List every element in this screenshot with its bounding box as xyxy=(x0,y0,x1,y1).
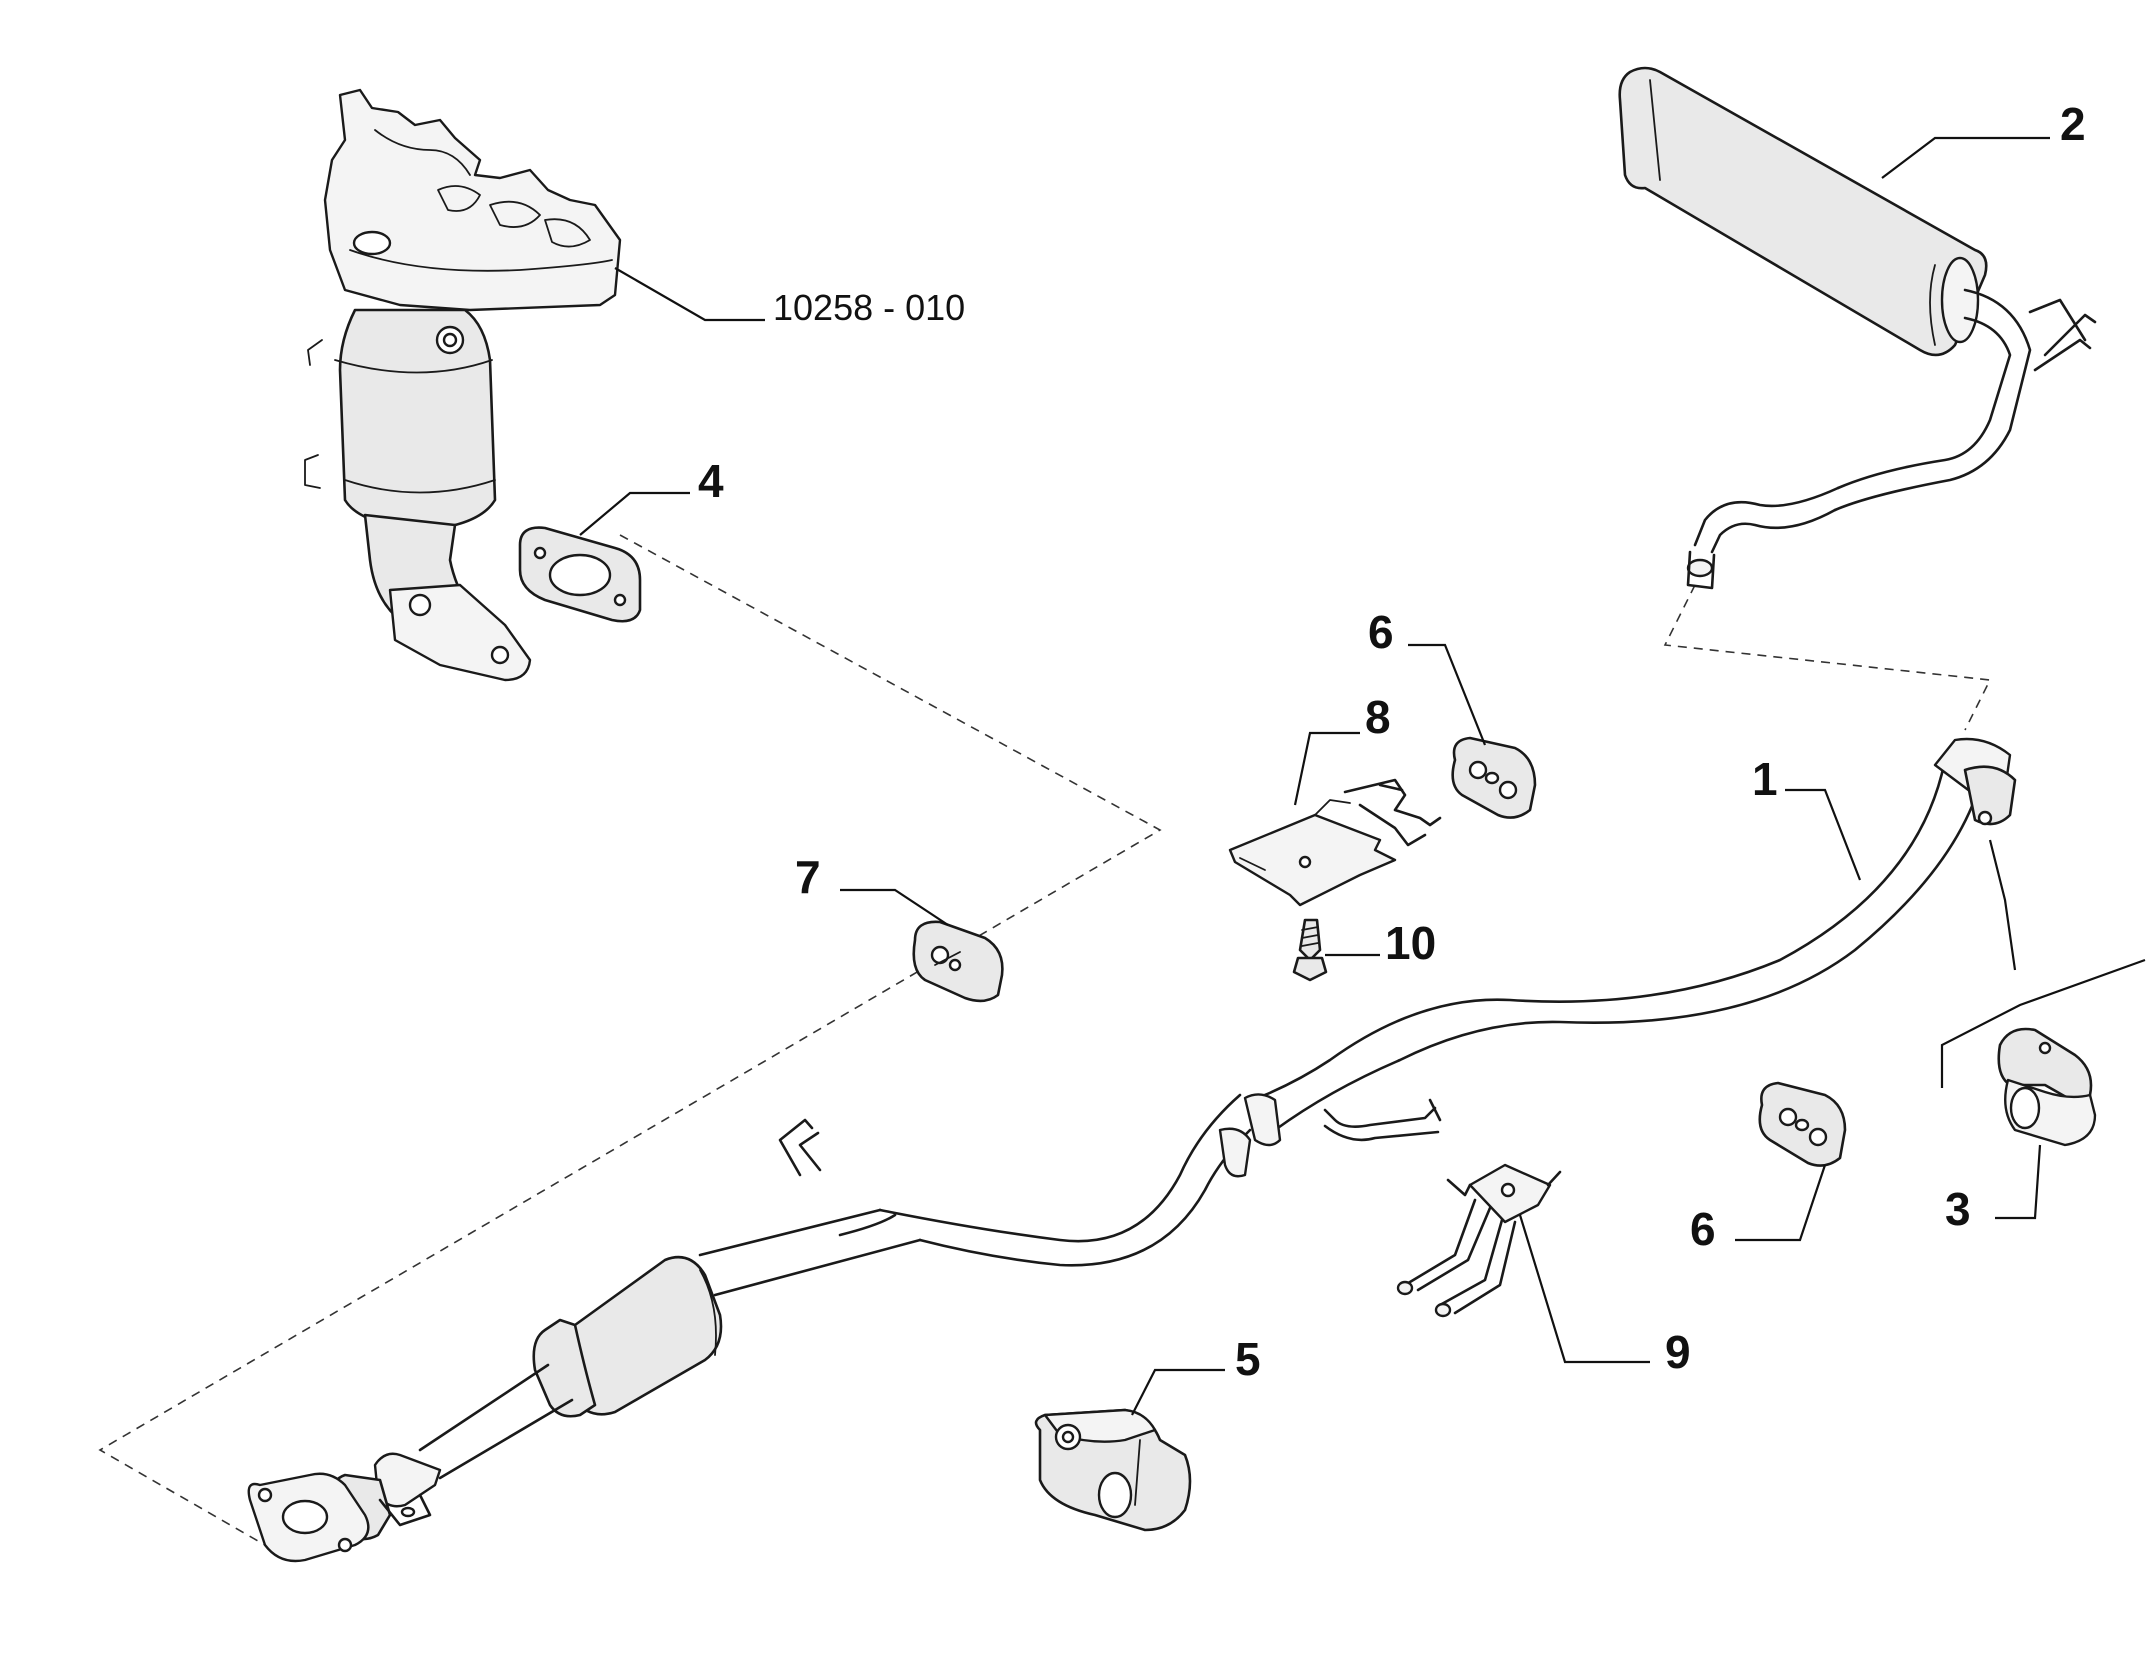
part-6b-leader xyxy=(1735,1164,1827,1242)
part-5-leader xyxy=(1131,1368,1225,1416)
part-10-screw xyxy=(1292,918,1328,982)
part-8-leader xyxy=(1293,731,1360,806)
callout-6b: 6 xyxy=(1690,1203,1716,1255)
callout-6a: 6 xyxy=(1368,606,1394,658)
exhaust-manifold-catalytic-converter xyxy=(304,88,622,682)
part-8-bracket xyxy=(1228,778,1442,907)
callout-3: 3 xyxy=(1945,1183,1971,1235)
part-7-rubber-ring xyxy=(912,920,1004,1003)
part-9-leader xyxy=(1518,1214,1650,1364)
part-6a-leader xyxy=(1408,643,1487,746)
callout-2: 2 xyxy=(2060,98,2086,150)
part-3-clamp xyxy=(1997,1027,2097,1147)
part-6-rubber-mount-lower xyxy=(1758,1081,1847,1167)
callout-9: 9 xyxy=(1665,1326,1691,1378)
part-1-leader xyxy=(1785,788,1862,881)
part-3-leader-pipe xyxy=(1988,839,2017,971)
part-5-support-block xyxy=(1034,1408,1192,1532)
part-7-leader xyxy=(840,888,949,926)
ref-leader xyxy=(614,267,765,322)
callout-8: 8 xyxy=(1365,691,1391,743)
ref-label-10258-010: 10258 - 010 xyxy=(773,287,965,328)
part-2-leader xyxy=(1881,136,2050,179)
callout-1: 1 xyxy=(1752,753,1778,805)
callout-4: 4 xyxy=(698,455,724,507)
part-3-leader-bracket xyxy=(1940,958,2146,1088)
part-1-exhaust-pipe xyxy=(247,737,2017,1563)
part-4-gasket xyxy=(518,526,642,623)
part-6-rubber-mount-upper xyxy=(1451,736,1537,819)
callout-7: 7 xyxy=(795,851,821,903)
callout-10: 10 xyxy=(1385,917,1436,969)
callout-5: 5 xyxy=(1235,1333,1261,1385)
part-2-rear-silencer xyxy=(1618,66,2097,590)
part-3-leader xyxy=(1995,1144,2042,1220)
assembly-dashed-lines xyxy=(98,534,1992,1546)
part-4-leader xyxy=(579,491,690,536)
part-9-hanger xyxy=(1396,1163,1562,1318)
